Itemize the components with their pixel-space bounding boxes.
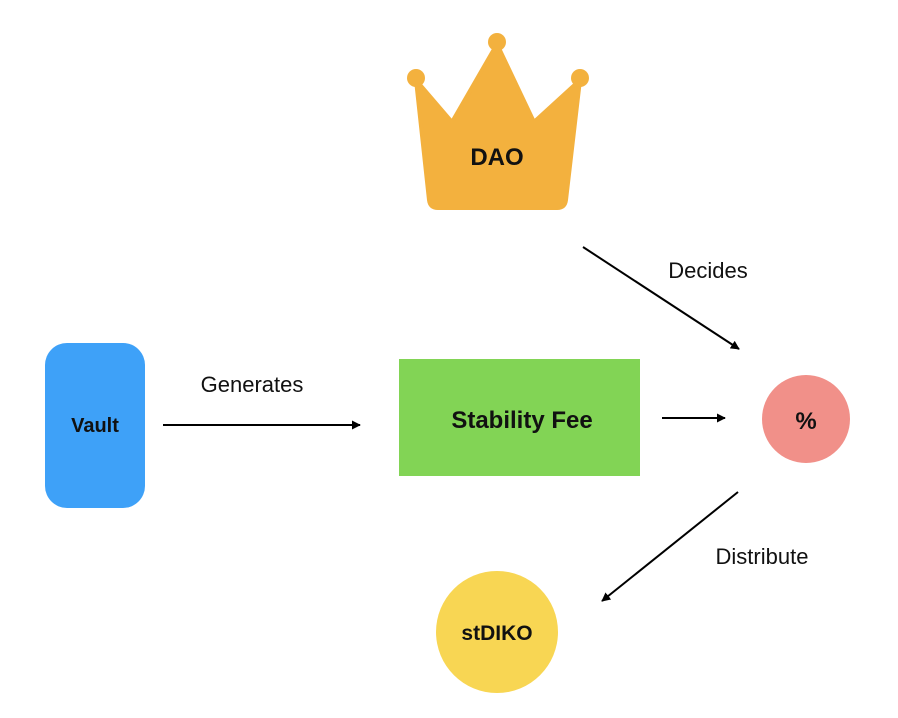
percent-node: % xyxy=(762,375,850,463)
vault-node: Vault xyxy=(45,343,145,508)
stability-fee-node: Stability Fee xyxy=(399,359,640,476)
stdiko-circle xyxy=(436,571,558,693)
crown-icon xyxy=(414,42,582,210)
vault-box xyxy=(45,343,145,508)
distribute-label: Distribute xyxy=(716,544,809,569)
distribute-arrow xyxy=(601,491,739,602)
stdiko-node: stDIKO xyxy=(436,571,558,693)
generates-label: Generates xyxy=(201,372,304,397)
decides-label: Decides xyxy=(668,258,747,283)
percent-label: % xyxy=(795,408,816,435)
dao-crown-node: DAO xyxy=(407,33,589,210)
stability-fee-box xyxy=(399,359,640,476)
dao-label: DAO xyxy=(470,144,523,171)
decides-arrow xyxy=(582,246,740,350)
vault-label: Vault xyxy=(71,415,119,437)
crown-left-jewel xyxy=(407,69,425,87)
stdiko-label: stDIKO xyxy=(461,622,532,645)
stability-fee-label: Stability Fee xyxy=(451,407,592,434)
crown-right-jewel xyxy=(571,69,589,87)
percent-circle xyxy=(762,375,850,463)
crown-center-jewel xyxy=(488,33,506,51)
